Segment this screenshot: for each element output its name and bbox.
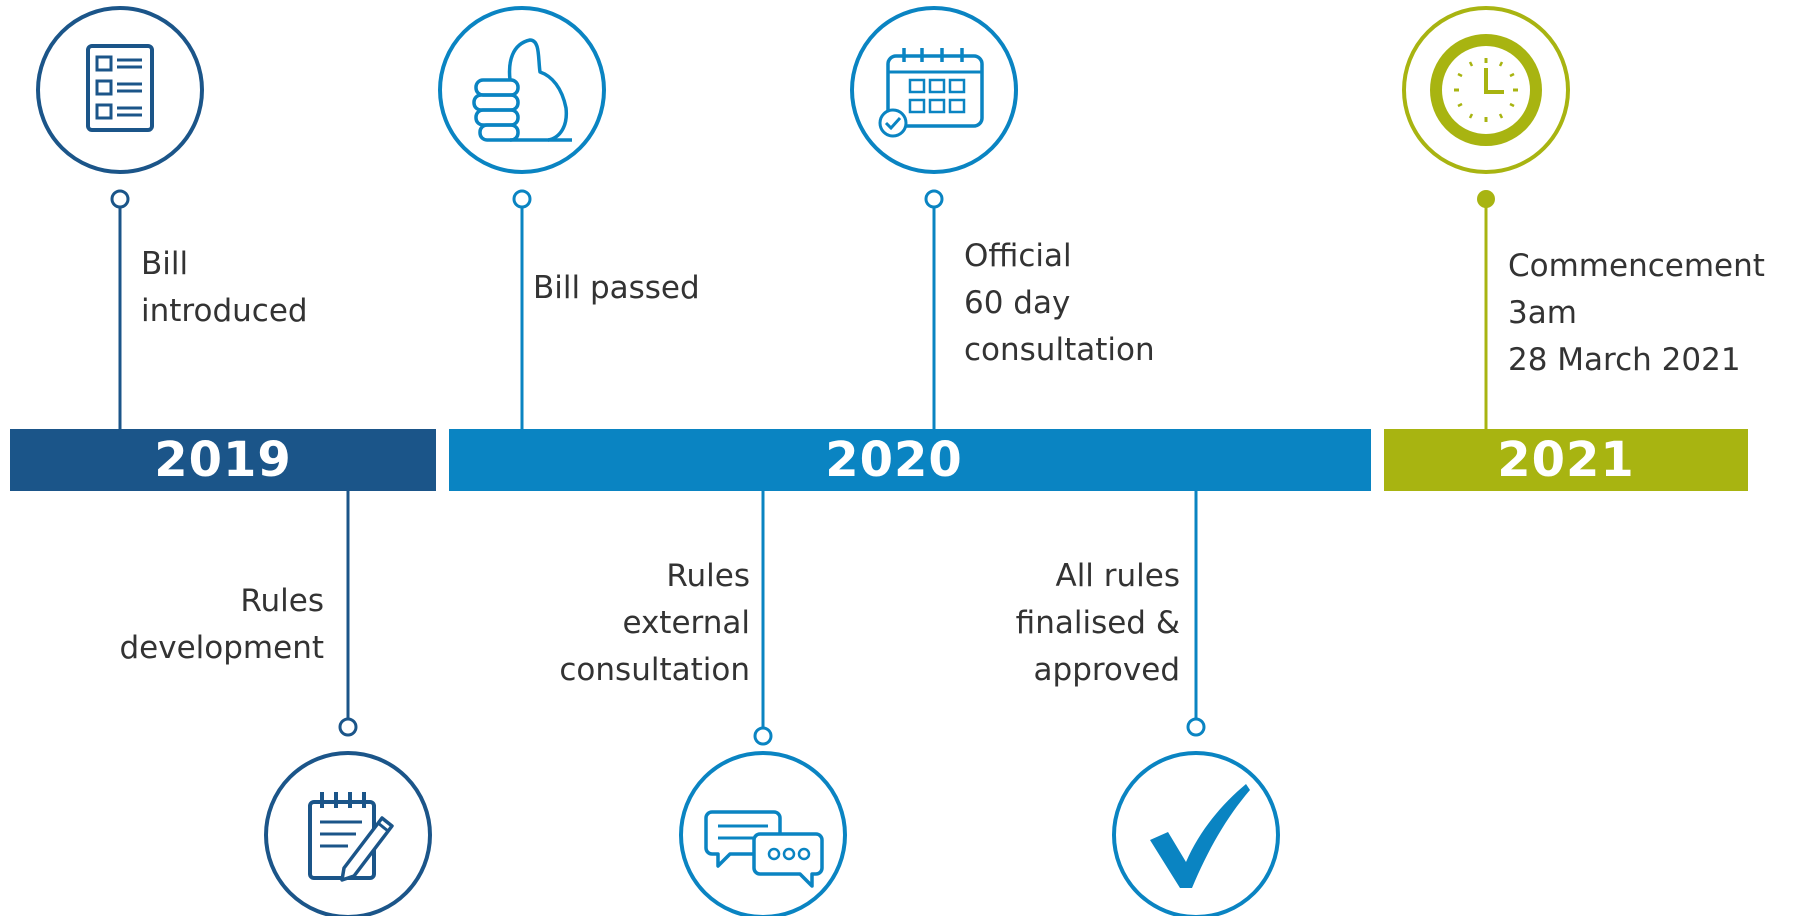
chat-bubbles-icon [679,751,847,916]
milestone-text-line: Rules [240,583,324,619]
year-label-2019: 2019 [154,432,292,488]
milestone-text-line: consultation [964,332,1155,368]
milestone-text-line: 3am [1508,295,1577,331]
checklist-icon [36,6,204,174]
connector-rules-development [338,490,358,737]
connector-commencement [1477,190,1495,430]
connector-bill-passed [512,189,532,430]
milestone-text-line: finalised & [1015,605,1180,641]
milestone-bill-introduced: Bill introduced [141,241,308,335]
calendar-icon [850,6,1018,174]
milestone-rules-development: Rules development [120,578,325,672]
milestone-text-line: Rules [666,558,750,594]
milestone-text-line: All rules [1055,558,1180,594]
year-bar-2019: 2019 [10,429,436,491]
thumbs-up-icon [438,6,606,174]
milestone-text-line: introduced [141,293,308,329]
milestone-text-line: Official [964,238,1072,274]
year-bar-2021: 2021 [1384,429,1748,491]
milestone-text-line: Commencement [1508,248,1765,284]
milestone-text-line: 60 day [964,285,1071,321]
milestone-official-consultation: Official 60 day consultation [964,233,1155,374]
milestone-text-line: Bill passed [533,270,700,306]
year-label-2020: 2020 [825,432,963,488]
checkmark-icon [1112,751,1280,916]
connector-rules-external [753,490,773,746]
connector-official-consultation [924,189,944,430]
connector-bill-introduced [110,189,130,430]
milestone-text-line: development [119,630,325,666]
milestone-text-line: external [622,605,750,641]
milestone-text-line: 28 March 2021 [1508,342,1741,378]
year-label-2021: 2021 [1497,432,1635,488]
milestone-text-line: approved [1033,652,1180,688]
year-bar-2020: 2020 [449,429,1371,491]
milestone-text-line: consultation [559,652,750,688]
milestone-rules-external: Rules external consultation [559,553,750,694]
milestone-bill-passed: Bill passed [533,265,700,312]
milestone-text-line: Bill [141,246,189,282]
milestone-commencement: Commencement 3am 28 March 2021 [1508,243,1765,384]
clock-icon [1402,6,1570,174]
connector-all-rules-final [1186,490,1206,737]
notepad-pencil-icon [264,751,432,916]
milestone-all-rules-final: All rules finalised & approved [1016,553,1180,694]
